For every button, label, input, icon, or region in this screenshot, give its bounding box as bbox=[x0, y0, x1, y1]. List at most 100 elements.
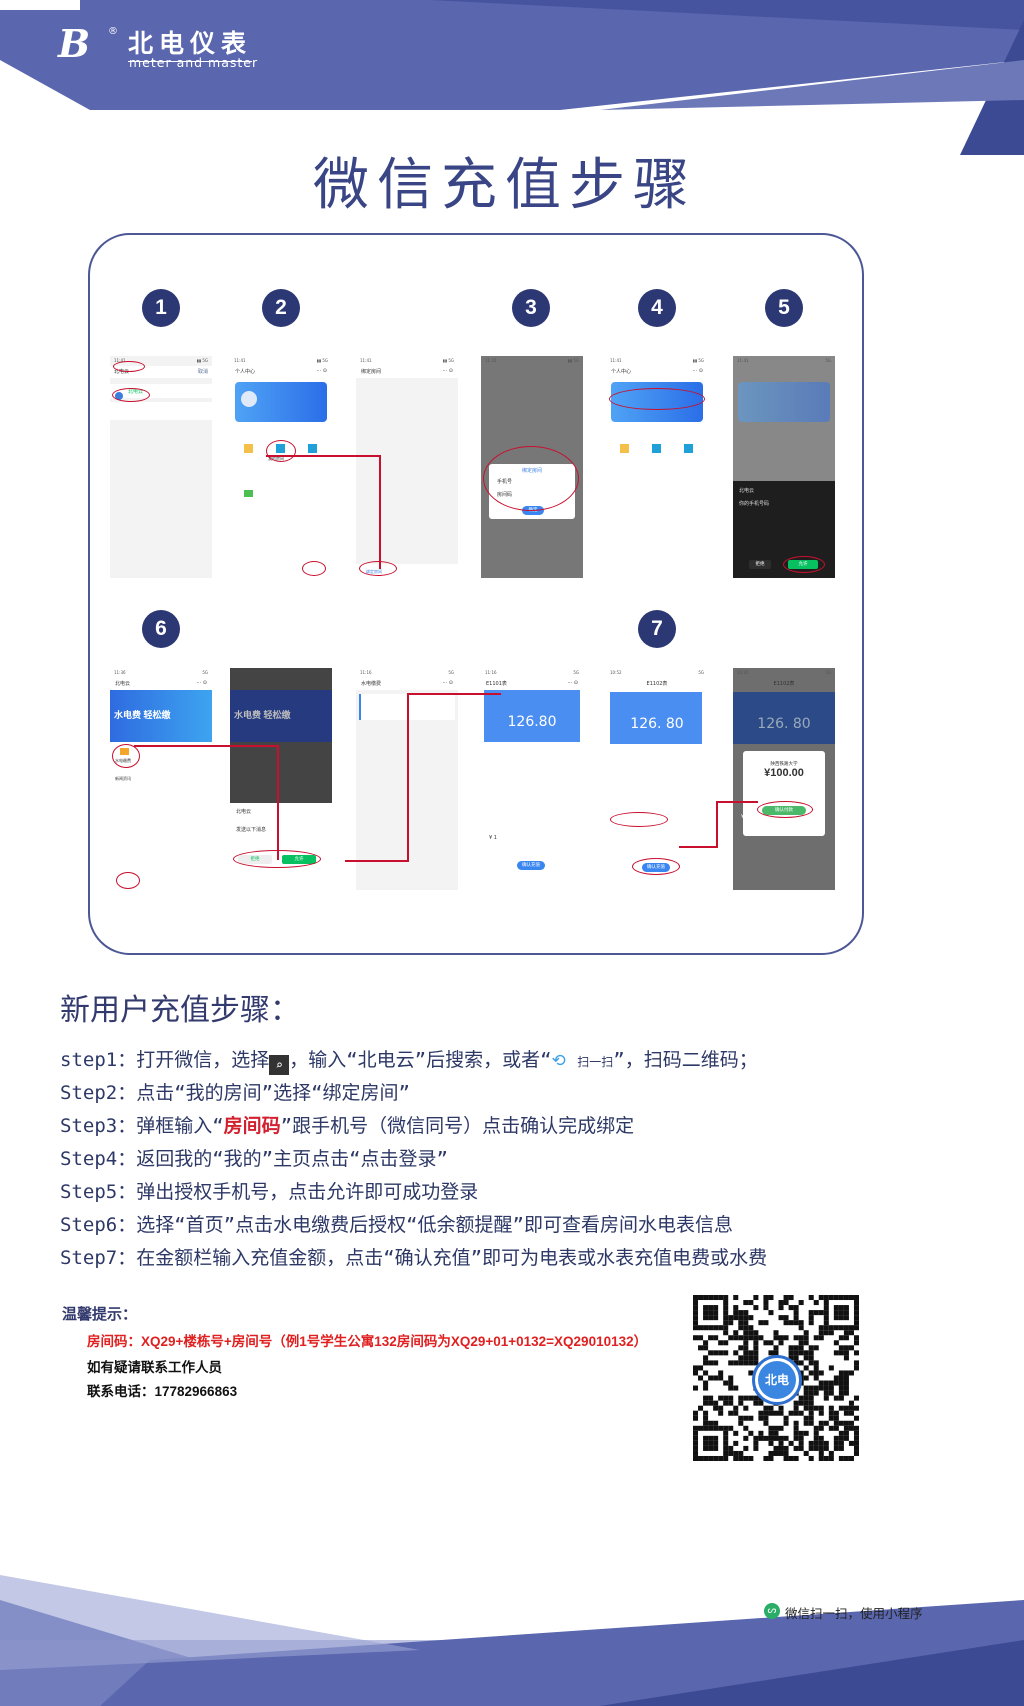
qr-module bbox=[813, 1370, 819, 1376]
qr-module bbox=[713, 1305, 719, 1311]
qr-module bbox=[738, 1415, 744, 1421]
qr-module bbox=[708, 1400, 714, 1406]
balance-amount: 126. 80 bbox=[630, 716, 684, 732]
qr-module bbox=[848, 1420, 854, 1426]
qr-module bbox=[838, 1305, 844, 1311]
qr-module bbox=[713, 1350, 719, 1356]
qr-module bbox=[713, 1375, 719, 1381]
qr-module bbox=[813, 1445, 819, 1451]
qr-module bbox=[803, 1405, 809, 1411]
qr-module bbox=[733, 1350, 739, 1356]
qr-module bbox=[833, 1425, 839, 1431]
qr-module bbox=[783, 1315, 789, 1321]
qr-module bbox=[718, 1350, 724, 1356]
qr-module bbox=[853, 1315, 859, 1321]
qr-module bbox=[703, 1355, 709, 1361]
qr-module bbox=[833, 1440, 839, 1446]
qr-module bbox=[823, 1310, 829, 1316]
recharge-button: 确认充值 bbox=[517, 861, 545, 870]
qr-module bbox=[703, 1370, 709, 1376]
qr-module bbox=[723, 1315, 729, 1321]
qr-module bbox=[773, 1350, 779, 1356]
qr-module bbox=[803, 1350, 809, 1356]
qr-module bbox=[693, 1320, 699, 1326]
qr-module bbox=[818, 1380, 824, 1386]
qr-module bbox=[798, 1350, 804, 1356]
qr-module bbox=[703, 1360, 709, 1366]
qr-module bbox=[848, 1370, 854, 1376]
step-5: Step5：弹出授权手机号，点击允许即可成功登录 bbox=[60, 1181, 479, 1203]
qr-module bbox=[843, 1355, 849, 1361]
qr-module bbox=[783, 1415, 789, 1421]
qr-module bbox=[823, 1330, 829, 1336]
qr-module bbox=[743, 1405, 749, 1411]
qr-module bbox=[753, 1400, 759, 1406]
qr-module bbox=[803, 1330, 809, 1336]
balance-amount: 126. 80 bbox=[757, 716, 811, 732]
qr-module bbox=[763, 1405, 769, 1411]
news-label: 新闻资讯 bbox=[115, 776, 131, 781]
qr-module bbox=[753, 1435, 759, 1441]
qr-module bbox=[743, 1395, 749, 1401]
qr-module bbox=[813, 1425, 819, 1431]
qr-module bbox=[693, 1335, 699, 1341]
qr-module bbox=[708, 1360, 714, 1366]
qr-module bbox=[768, 1350, 774, 1356]
qr-module bbox=[753, 1340, 759, 1346]
qr-module bbox=[808, 1320, 814, 1326]
qr-module bbox=[853, 1325, 859, 1331]
connector-line bbox=[679, 846, 718, 848]
step-number-2: 2 bbox=[262, 289, 300, 327]
tips-heading: 温馨提示： bbox=[62, 1306, 138, 1323]
qr-module bbox=[703, 1415, 709, 1421]
qr-module bbox=[768, 1295, 774, 1301]
phone-screenshot-bind-room: 11:41▮▮ 5G 绑定房间··· ⊙ 绑定房间 bbox=[356, 356, 458, 578]
connector-line bbox=[379, 455, 381, 569]
qr-caption: 微信扫一扫，使用小程序 bbox=[785, 1606, 923, 1621]
qr-module bbox=[713, 1325, 719, 1331]
qr-module bbox=[793, 1320, 799, 1326]
qr-module bbox=[748, 1360, 754, 1366]
qr-module bbox=[703, 1310, 709, 1316]
qr-module bbox=[703, 1425, 709, 1431]
qr-module bbox=[848, 1345, 854, 1351]
qr-module bbox=[693, 1450, 699, 1456]
step-number-7: 7 bbox=[638, 610, 676, 648]
qr-module bbox=[808, 1420, 814, 1426]
qr-module bbox=[738, 1320, 744, 1326]
qr-module bbox=[698, 1325, 704, 1331]
qr-module bbox=[698, 1375, 704, 1381]
qr-module bbox=[703, 1315, 709, 1321]
qr-module bbox=[748, 1395, 754, 1401]
qr-module bbox=[833, 1420, 839, 1426]
qr-module bbox=[783, 1300, 789, 1306]
qr-module bbox=[713, 1445, 719, 1451]
qr-module bbox=[708, 1350, 714, 1356]
qr-module bbox=[748, 1455, 754, 1461]
qr-module bbox=[838, 1295, 844, 1301]
qr-module bbox=[828, 1380, 834, 1386]
qr-module bbox=[793, 1315, 799, 1321]
qr-module bbox=[788, 1410, 794, 1416]
qr-module bbox=[733, 1455, 739, 1461]
qr-module bbox=[753, 1355, 759, 1361]
qr-module bbox=[753, 1335, 759, 1341]
qr-module bbox=[833, 1445, 839, 1451]
qr-module bbox=[843, 1315, 849, 1321]
qr-module bbox=[708, 1425, 714, 1431]
qr-module bbox=[703, 1295, 709, 1301]
qr-module bbox=[803, 1340, 809, 1346]
qr-module bbox=[808, 1350, 814, 1356]
qr-module bbox=[798, 1320, 804, 1326]
qr-module bbox=[703, 1435, 709, 1441]
qr-module bbox=[853, 1320, 859, 1326]
qr-module bbox=[808, 1370, 814, 1376]
qr-module bbox=[768, 1450, 774, 1456]
qr-module bbox=[788, 1320, 794, 1326]
mini-program-icon: ᔕ bbox=[764, 1603, 780, 1619]
qr-module bbox=[703, 1395, 709, 1401]
qr-module bbox=[798, 1325, 804, 1331]
qr-module bbox=[723, 1440, 729, 1446]
qr-module bbox=[728, 1385, 734, 1391]
qr-module bbox=[728, 1315, 734, 1321]
